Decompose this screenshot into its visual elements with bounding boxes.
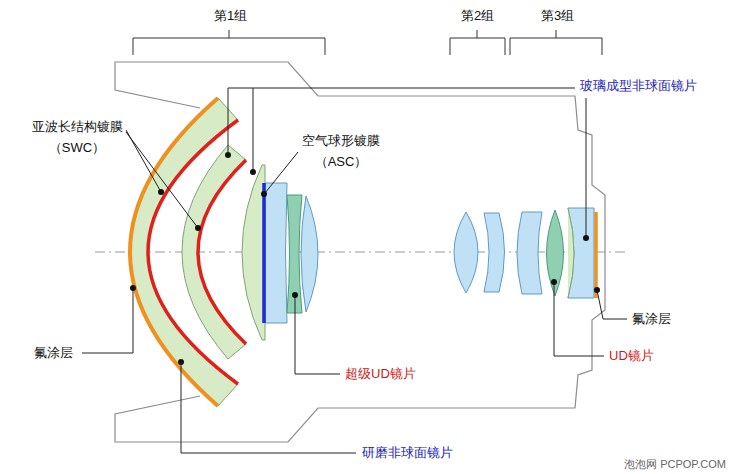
lens-element (454, 212, 478, 293)
lens-element (517, 212, 542, 294)
coating-label: 氟涂层 (632, 309, 671, 329)
asc-coating (262, 183, 266, 323)
lens-barrel (115, 62, 605, 442)
leader-line (554, 282, 604, 356)
leader-dot (292, 292, 298, 298)
coating-label: 亚波长结构镀膜 （SWC） (28, 116, 126, 158)
leader-line (597, 290, 627, 319)
ud-element (547, 210, 564, 296)
swc-coating (198, 160, 246, 344)
leader-dot (158, 189, 164, 195)
leader-line (228, 88, 575, 152)
lens-element (265, 183, 287, 323)
leader-dot (178, 359, 184, 365)
leader-line (265, 152, 298, 193)
fluorine-coating (130, 98, 218, 406)
fluorine-coating (594, 212, 598, 298)
coating-label: 氟涂层 (34, 343, 73, 363)
aspheric-element (242, 165, 265, 340)
watermark: 泡泡网 PCPOP.COM (624, 456, 726, 472)
group-bracket (510, 30, 602, 55)
leader-line (126, 132, 198, 228)
leader-dot (130, 285, 136, 291)
part-label: 玻璃成型非球面镜片 (580, 76, 697, 96)
lens-element (484, 213, 505, 292)
leader-line (181, 362, 356, 453)
aspheric-element (182, 145, 246, 359)
leader-line (295, 295, 340, 374)
leader-dot (225, 152, 231, 158)
part-label: UD镜片 (609, 346, 654, 366)
leader-dot (583, 235, 589, 241)
leader-dot (250, 169, 256, 175)
leader-line (82, 288, 133, 353)
coating-label: 空气球形镀膜 （ASC） (298, 130, 384, 172)
leader-dot (551, 279, 557, 285)
group-label: 第1组 (214, 6, 247, 26)
super-ud-element (287, 195, 302, 313)
leader-dot (261, 191, 267, 197)
part-label: 超级UD镜片 (345, 364, 416, 384)
leader-dot (594, 287, 600, 293)
molded-aspheric-element (568, 208, 574, 298)
group-bracket (133, 30, 325, 55)
group-label: 第2组 (461, 6, 494, 26)
leader-line (586, 98, 587, 238)
leader-line (253, 88, 254, 170)
leader-dots (130, 152, 600, 365)
molded-aspheric-element (568, 208, 594, 298)
group-bracket (450, 30, 505, 55)
group-label: 第3组 (541, 6, 574, 26)
leader-dot (195, 225, 201, 231)
leader-lines (82, 88, 627, 453)
lens-element (301, 196, 318, 312)
part-label: 研磨非球面镜片 (362, 443, 453, 463)
